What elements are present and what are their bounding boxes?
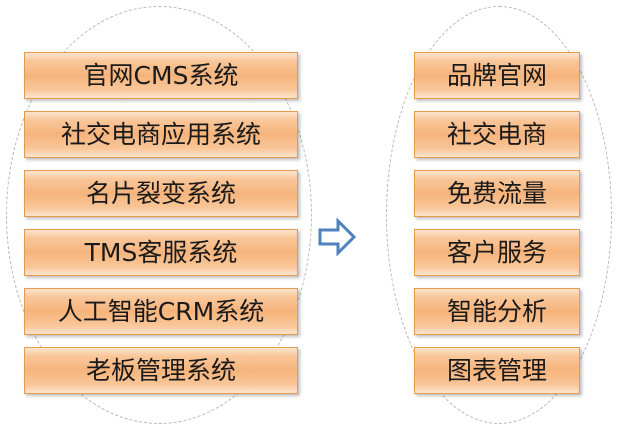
feature-box-free-traffic: 免费流量 xyxy=(414,170,580,217)
system-box-social-commerce: 社交电商应用系统 xyxy=(24,111,298,158)
left-group-ellipse xyxy=(6,6,312,424)
right-group-ellipse xyxy=(386,6,612,424)
right-arrow-icon xyxy=(318,218,356,256)
system-box-boss: 老板管理系统 xyxy=(24,347,298,394)
system-box-crm: 人工智能CRM系统 xyxy=(24,288,298,335)
system-box-tms: TMS客服系统 xyxy=(24,229,298,276)
feature-box-brand-site: 品牌官网 xyxy=(414,52,580,99)
feature-box-customer-service: 客户服务 xyxy=(414,229,580,276)
system-box-cms: 官网CMS系统 xyxy=(24,52,298,99)
system-box-card-fission: 名片裂变系统 xyxy=(24,170,298,217)
feature-box-chart-management: 图表管理 xyxy=(414,347,580,394)
feature-box-social-commerce: 社交电商 xyxy=(414,111,580,158)
feature-box-smart-analysis: 智能分析 xyxy=(414,288,580,335)
